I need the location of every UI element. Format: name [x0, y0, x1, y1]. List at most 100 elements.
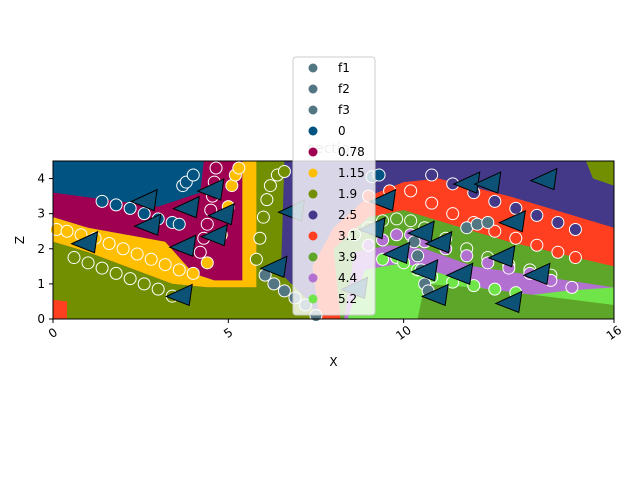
data-point — [390, 212, 404, 226]
data-point — [277, 165, 291, 179]
data-point — [172, 217, 186, 231]
x-tick-label: 16 — [604, 323, 625, 343]
layer-1.9-corner — [585, 161, 614, 186]
y-tick-label: 2 — [37, 242, 45, 256]
legend-label: 3.1 — [338, 229, 357, 243]
legend-box — [292, 56, 376, 316]
orientation-arrow — [200, 223, 228, 247]
y-tick-label: 0 — [37, 312, 45, 326]
orientation-arrow — [382, 241, 411, 264]
data-point — [186, 266, 200, 280]
legend-marker — [308, 84, 318, 94]
data-point — [186, 168, 200, 182]
legend-label: f3 — [338, 103, 350, 117]
data-point — [130, 247, 144, 261]
legend-label: 1.9 — [338, 187, 357, 201]
data-point — [481, 215, 495, 229]
legend-label: 3.9 — [338, 250, 357, 264]
data-point — [488, 224, 502, 238]
orientation-arrow — [473, 171, 502, 194]
legend-label: 5.2 — [338, 292, 357, 306]
legend-marker — [308, 189, 318, 199]
data-point — [481, 256, 495, 270]
data-point — [116, 242, 130, 256]
layer-1.9 — [53, 161, 320, 319]
orientation-arrow — [420, 283, 449, 307]
data-point — [50, 222, 64, 236]
data-point — [67, 251, 81, 265]
legend-marker — [308, 105, 318, 115]
legend-label: 0 — [338, 124, 346, 138]
orientation-arrow — [522, 262, 551, 286]
data-point — [446, 207, 460, 221]
legend-marker — [308, 147, 318, 157]
data-point — [172, 263, 186, 277]
legend-marker — [308, 126, 318, 136]
data-point — [200, 256, 214, 270]
orientation-arrow — [168, 234, 197, 257]
legend-marker — [308, 168, 318, 178]
data-point — [144, 252, 158, 266]
orientation-arrow — [171, 195, 200, 219]
legend-marker — [308, 294, 318, 304]
orientation-arrow — [487, 244, 516, 268]
data-point — [81, 256, 95, 270]
x-axis-label: X — [329, 355, 337, 369]
orientation-arrow — [445, 262, 474, 286]
data-point — [376, 252, 390, 266]
data-point — [158, 258, 172, 272]
data-point — [411, 249, 425, 263]
legend-label: 2.5 — [338, 208, 357, 222]
legend-label: 4.4 — [338, 271, 357, 285]
data-point — [232, 161, 246, 175]
data-point — [460, 249, 474, 263]
data-point — [193, 245, 207, 259]
data-point — [260, 193, 274, 207]
data-point — [277, 284, 291, 298]
orientation-arrow — [70, 230, 99, 254]
data-point — [530, 208, 544, 222]
legend-label: f1 — [338, 61, 350, 75]
series-f3 — [460, 215, 495, 235]
orientation-arrow — [406, 220, 435, 243]
orientation-arrow — [164, 283, 193, 307]
data-point — [390, 228, 404, 242]
data-point — [95, 194, 109, 208]
series-1.9 — [67, 165, 291, 303]
data-point — [123, 201, 137, 215]
legend: f1 f2 f3 0 0.78 1.15 1.9 2.5 3.1 3.9 4.4 5.2 — [292, 56, 376, 316]
data-point — [488, 282, 502, 296]
layer-3.1-corner — [53, 299, 68, 319]
data-point — [95, 261, 109, 275]
orientation-arrow — [207, 202, 235, 226]
legend-label: 0.78 — [338, 145, 365, 159]
layer-1.15 — [53, 161, 264, 288]
legend-marker — [308, 273, 318, 283]
data-point — [102, 237, 116, 251]
data-point — [404, 184, 418, 198]
y-axis-label: Z — [13, 236, 27, 244]
orientation-arrow — [498, 209, 526, 233]
legend-marker — [308, 63, 318, 73]
orientation-arrow — [424, 230, 453, 254]
data-point — [137, 277, 151, 291]
plot-area — [50, 161, 614, 322]
data-point — [256, 210, 270, 224]
data-point — [551, 215, 565, 229]
data-point — [151, 282, 165, 296]
x-tick-label: 0 — [46, 325, 60, 341]
data-point — [551, 245, 565, 259]
data-point — [137, 207, 151, 221]
data-point — [467, 279, 481, 293]
data-point — [568, 222, 582, 236]
y-tick-label: 4 — [37, 172, 45, 186]
orientation-arrows — [70, 167, 558, 314]
data-point — [470, 217, 484, 231]
legend-marker — [308, 231, 318, 241]
legend-label: 1.15 — [338, 166, 365, 180]
y-tick-label: 3 — [37, 207, 45, 221]
legend-label: f2 — [338, 82, 350, 96]
data-point — [253, 231, 267, 245]
